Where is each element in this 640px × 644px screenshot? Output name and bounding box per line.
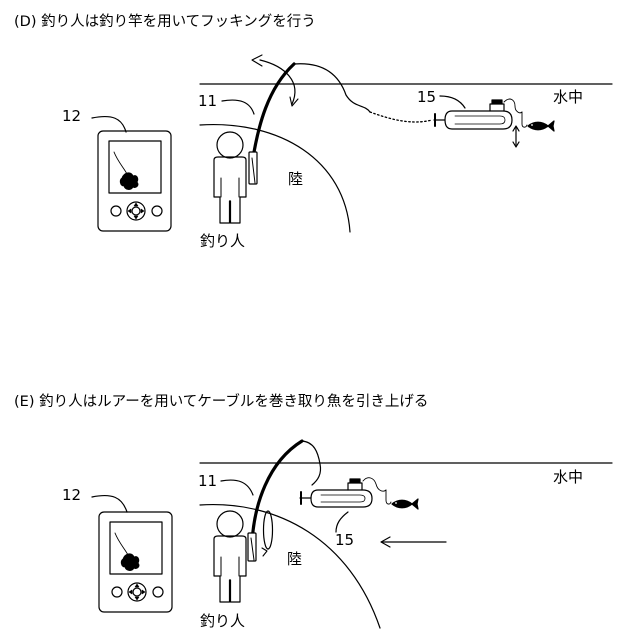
- ref-label-12: 12: [62, 107, 81, 125]
- water-label: 水中: [553, 466, 583, 487]
- fish-icon: [528, 121, 554, 131]
- ref-label-15: 15: [417, 88, 436, 106]
- ref-leader-12-d: [92, 117, 126, 132]
- fish-finder-device-icon: [98, 131, 171, 231]
- angler-label: 釣り人: [200, 610, 245, 631]
- pull-direction-arrow-icon: [381, 537, 446, 547]
- reel-rotation-arrow-icon: [262, 511, 273, 556]
- ref-leader-11-d: [222, 100, 254, 114]
- angler-label: 釣り人: [200, 230, 245, 251]
- ref-label-11: 11: [198, 92, 217, 110]
- panel-e-caption: (E) 釣り人はルアーを用いてケーブルを巻き取り魚を引き上げる: [14, 390, 428, 411]
- land-label: 陸: [288, 168, 303, 189]
- panel-d-caption: (D) 釣り人は釣り竿を用いてフッキングを行う: [14, 10, 316, 31]
- underwater-vehicle-icon: [434, 99, 522, 129]
- fish-finder-device-icon: [99, 512, 172, 612]
- ref-leader-15-e: [336, 512, 348, 532]
- cable-dotted: [370, 112, 432, 122]
- angler-figure-icon: [214, 132, 246, 223]
- ref-label-11: 11: [198, 472, 217, 490]
- ref-leader-15-d: [440, 96, 465, 108]
- ref-leader-12-e: [92, 496, 127, 512]
- fishing-rod-icon: [248, 441, 302, 561]
- land-label: 陸: [287, 548, 302, 569]
- water-label: 水中: [553, 86, 583, 107]
- angler-figure-icon: [214, 511, 246, 602]
- fishing-line: [294, 64, 370, 112]
- panel-d-drawing: [92, 55, 612, 232]
- vertical-motion-arrow-icon: [513, 126, 519, 147]
- fishing-rod-icon: [249, 64, 294, 184]
- hook-line: [386, 490, 391, 504]
- underwater-vehicle-icon: [300, 478, 386, 507]
- ref-label-15: 15: [335, 531, 354, 549]
- ref-leader-11-e: [221, 480, 253, 495]
- ref-label-12: 12: [62, 486, 81, 504]
- hook-line: [522, 112, 527, 127]
- fish-icon: [392, 499, 418, 509]
- land-edge-curve: [200, 125, 350, 232]
